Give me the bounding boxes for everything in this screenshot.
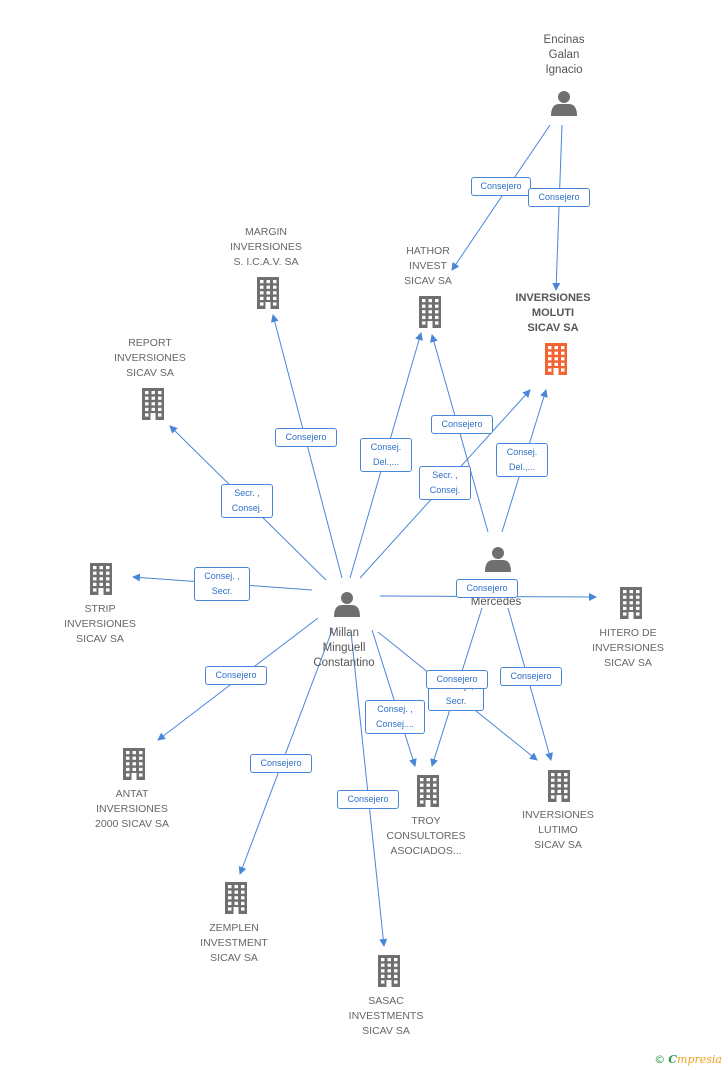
node-label-antat[interactable]: ANTAT INVERSIONES 2000 SICAV SA [95, 787, 169, 830]
edge-label: Consej. , Consej.... [365, 700, 425, 734]
node-label-hitero[interactable]: HITERO DE INVERSIONES SICAV SA [592, 626, 664, 669]
node-label-moluti[interactable]: INVERSIONES MOLUTI SICAV SA [515, 291, 591, 334]
edge-label: Consejero [431, 414, 493, 434]
building-icon[interactable] [123, 748, 145, 780]
edge-label: Consej. Del.,... [360, 438, 412, 472]
person-icon[interactable] [485, 547, 511, 572]
node-label-encinas[interactable]: Encinas Galan Ignacio [543, 33, 585, 76]
building-icon[interactable] [142, 388, 164, 420]
edge-label: Consejero [337, 789, 399, 809]
edge-millan-troy [371, 629, 417, 767]
building-icon[interactable] [419, 296, 441, 328]
building-icon[interactable] [257, 277, 279, 309]
edge-millan-margin [270, 314, 343, 579]
building-icon[interactable] [417, 775, 439, 807]
edge-label: Consej. Del.,... [496, 443, 548, 477]
edge-label: Consejero [275, 427, 337, 447]
node-label-troy[interactable]: TROY CONSULTORES ASOCIADOS... [386, 814, 466, 857]
edge-millan-sasac [350, 631, 388, 947]
building-icon[interactable] [548, 770, 570, 802]
node-label-lutimo[interactable]: INVERSIONES LUTIMO SICAV SA [522, 808, 594, 851]
node-label-sasac[interactable]: SASAC INVESTMENTS SICAV SA [348, 994, 424, 1037]
building-icon[interactable] [225, 882, 247, 914]
empresia-logo[interactable]: ©Cmpresia [654, 1053, 722, 1066]
edge-encinas-hathor [451, 124, 551, 271]
edge-label: Secr. , Consej. [221, 484, 273, 518]
edge-label: Consejero [528, 187, 590, 207]
edge-label: Consejero [205, 665, 267, 685]
node-label-hathor[interactable]: HATHOR INVEST SICAV SA [404, 244, 452, 287]
node-label-strip[interactable]: STRIP INVERSIONES SICAV SA [64, 602, 136, 645]
building-icon[interactable] [545, 343, 567, 375]
person-icon[interactable] [551, 91, 577, 116]
node-label-zemplen[interactable]: ZEMPLEN INVESTMENT SICAV SA [200, 921, 268, 964]
node-label-margin[interactable]: MARGIN INVERSIONES S. I.C.A.V. SA [230, 225, 302, 268]
edge-encinas-moluti [552, 124, 563, 291]
node-label-millan[interactable]: Millan Minguell Constantino [313, 626, 375, 669]
edge-label: Consej. , Secr. [194, 567, 250, 601]
edge-label: Secr. , Consej. [419, 466, 471, 500]
edge-label: Consejero [426, 669, 488, 689]
node-label-report[interactable]: REPORT INVERSIONES SICAV SA [114, 336, 186, 379]
building-icon[interactable] [620, 587, 642, 619]
edge-label: Consejero [500, 666, 562, 686]
edge-label: Consejero [471, 176, 531, 196]
building-icon[interactable] [90, 563, 112, 595]
building-icon[interactable] [378, 955, 400, 987]
person-icon[interactable] [334, 592, 360, 617]
edge-label: Consejero [456, 578, 518, 598]
edge-label: Consejero [250, 753, 312, 773]
edge-millan-zemplen [238, 627, 334, 875]
edge-mercedes-hathor [430, 334, 489, 533]
